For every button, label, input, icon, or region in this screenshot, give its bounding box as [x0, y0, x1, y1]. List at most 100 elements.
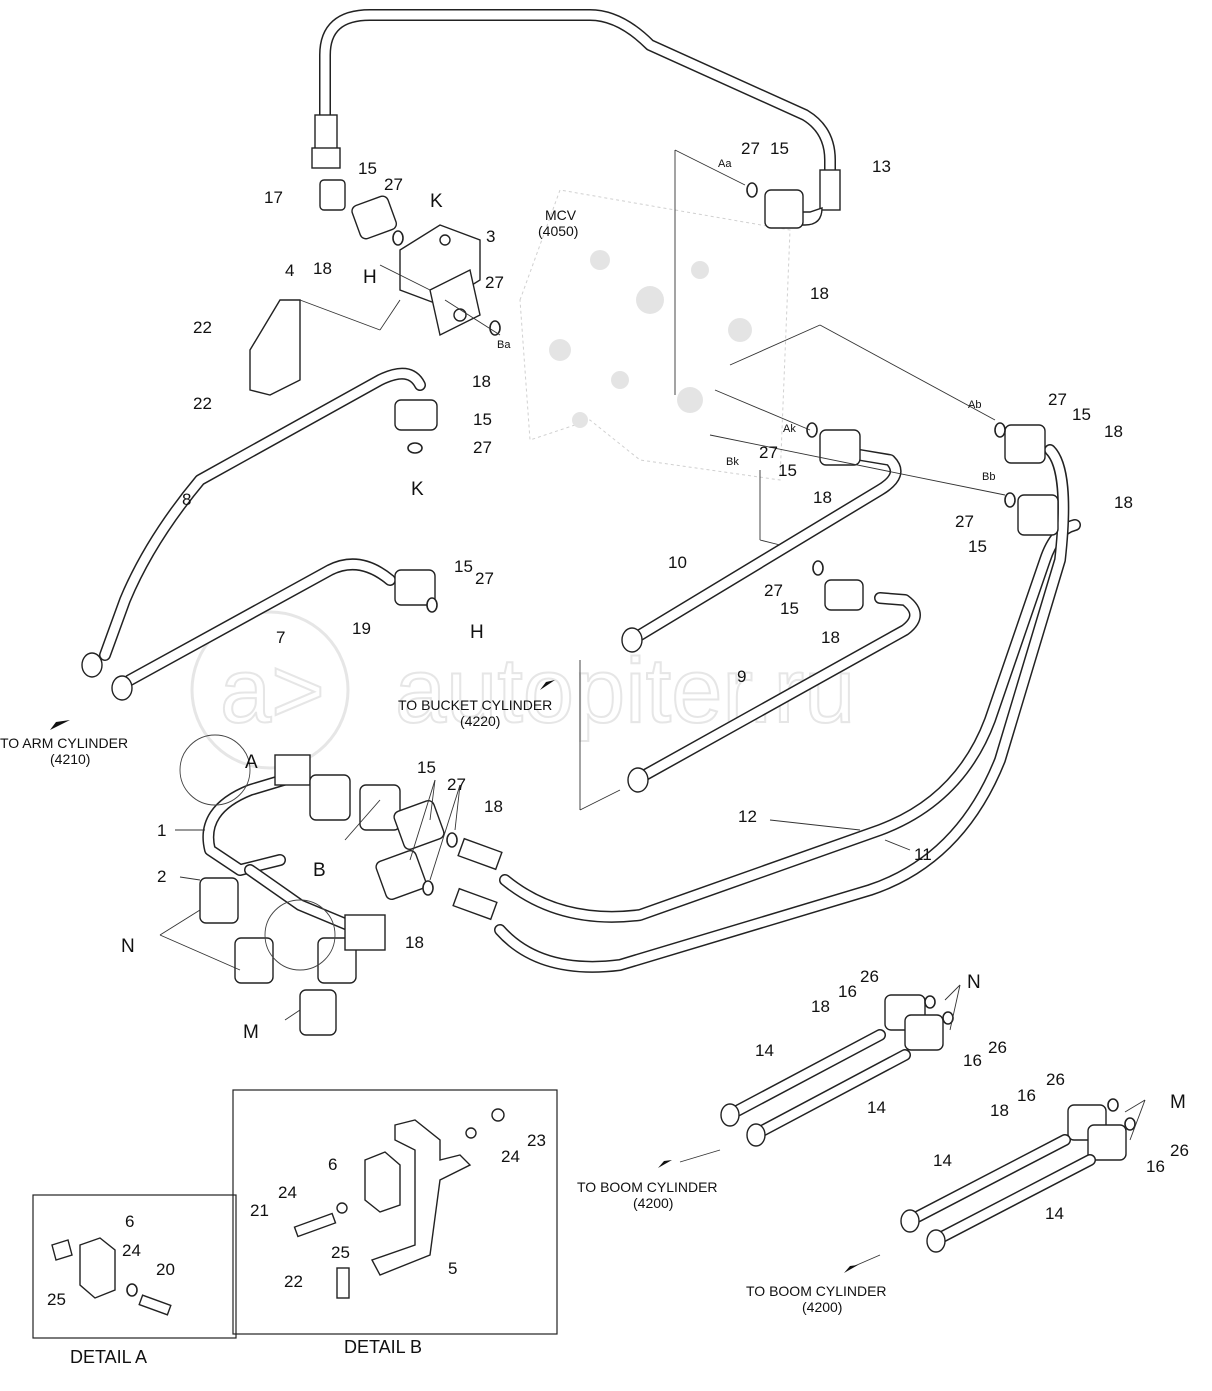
letter-k-bottom: K — [411, 479, 424, 500]
mcv-label: MCV — [545, 207, 577, 223]
boom-destination-2: TO BOOM CYLINDER — [746, 1283, 887, 1299]
callout-17: 17 — [264, 188, 283, 207]
callout-21: 21 — [250, 1201, 269, 1220]
callout-18h: 18 — [484, 797, 503, 816]
boom-destination-1: TO BOOM CYLINDER — [577, 1179, 718, 1195]
callout-18f: 18 — [813, 488, 832, 507]
leader-lines — [159, 149, 1146, 1269]
callout-27c: 27 — [485, 273, 504, 292]
text-labels: MCV (4050) TO ARM CYLINDER (4210) TO BUC… — [0, 158, 1186, 1367]
callout-18b: 18 — [810, 284, 829, 303]
callout-15d: 15 — [454, 557, 473, 576]
letter-h-bottom: H — [470, 622, 484, 643]
callout-27j: 27 — [447, 775, 466, 794]
detail-b-title: DETAIL B — [344, 1337, 422, 1357]
hose-13 — [311, 9, 841, 226]
callout-24a: 24 — [122, 1241, 141, 1260]
callout-22a: 22 — [193, 318, 212, 337]
detail-b-box — [232, 1089, 558, 1335]
port-bk: Bk — [726, 456, 739, 468]
callout-18a: 18 — [313, 259, 332, 278]
letter-n-right: N — [967, 972, 981, 993]
watermark-logo-text: a> — [220, 640, 325, 742]
boom-code-2: (4200) — [802, 1299, 842, 1315]
boom-code-1: (4200) — [633, 1195, 673, 1211]
callout-15e: 15 — [778, 461, 797, 480]
hose-10 — [621, 449, 902, 653]
callout-18d: 18 — [1104, 422, 1123, 441]
bucket-code: (4220) — [460, 713, 500, 729]
callout-18g: 18 — [821, 628, 840, 647]
callout-15h: 15 — [780, 599, 799, 618]
callout-9: 9 — [737, 667, 746, 686]
direction-arrows — [50, 680, 858, 1273]
callout-24c: 24 — [501, 1147, 520, 1166]
callout-3: 3 — [486, 227, 495, 246]
callout-6a: 6 — [125, 1212, 134, 1231]
callout-13: 13 — [872, 157, 891, 176]
callout-7: 7 — [276, 628, 285, 647]
callout-14a: 14 — [755, 1041, 774, 1060]
watermark: a> autopiter.ru — [190, 610, 856, 770]
letter-n-left: N — [121, 936, 135, 957]
callout-27h: 27 — [955, 512, 974, 531]
callout-27f: 27 — [759, 443, 778, 462]
pipe-assembly-1-2 — [179, 734, 401, 1036]
watermark-text: autopiter.ru — [395, 640, 855, 742]
hose-9 — [627, 592, 921, 793]
callout-5: 5 — [448, 1259, 457, 1278]
letter-b: B — [313, 860, 326, 881]
callout-26d: 26 — [1170, 1141, 1189, 1160]
callout-16b: 16 — [963, 1051, 982, 1070]
callout-15c: 15 — [473, 410, 492, 429]
mcv-block — [519, 189, 791, 481]
callout-14c: 14 — [933, 1151, 952, 1170]
callout-numbers: 1 2 3 4 5 6 6 7 8 9 10 11 12 13 14 14 14… — [47, 139, 1189, 1309]
callout-27e: 27 — [475, 569, 494, 588]
port-ab: Ab — [968, 399, 981, 411]
bucket-destination: TO BUCKET CYLINDER — [398, 697, 552, 713]
callout-14b: 14 — [867, 1098, 886, 1117]
callout-2: 2 — [157, 867, 166, 886]
callout-25b: 25 — [331, 1243, 350, 1262]
callout-20: 20 — [156, 1260, 175, 1279]
port-bb: Bb — [982, 471, 995, 483]
callout-26b: 26 — [988, 1038, 1007, 1057]
callout-16a: 16 — [838, 982, 857, 1001]
callout-25a: 25 — [47, 1290, 66, 1309]
detail-a-title: DETAIL A — [70, 1347, 147, 1367]
callout-24b: 24 — [278, 1183, 297, 1202]
hose-11-12 — [452, 444, 1081, 973]
callout-18i: 18 — [405, 933, 424, 952]
callout-8: 8 — [182, 490, 191, 509]
callout-16c: 16 — [1017, 1086, 1036, 1105]
port-ba: Ba — [497, 339, 511, 351]
letter-a: A — [245, 752, 258, 773]
port-ak: Ak — [783, 423, 796, 435]
callout-18k: 18 — [990, 1101, 1009, 1120]
callout-12: 12 — [738, 807, 757, 826]
hose-8 — [81, 367, 426, 678]
callout-27i: 27 — [764, 581, 783, 600]
callout-14d: 14 — [1045, 1204, 1064, 1223]
arm-code: (4210) — [50, 751, 90, 767]
letter-h-top: H — [363, 267, 377, 288]
port-aa: Aa — [718, 158, 732, 170]
bracket-4 — [249, 299, 301, 396]
o-rings — [392, 182, 1136, 1131]
callout-18c: 18 — [472, 372, 491, 391]
callout-10: 10 — [668, 553, 687, 572]
callout-11: 11 — [914, 845, 932, 864]
callout-19: 19 — [352, 619, 371, 638]
callout-15b: 15 — [770, 139, 789, 158]
callout-26a: 26 — [860, 967, 879, 986]
callout-15g: 15 — [968, 537, 987, 556]
callout-15f: 15 — [1072, 405, 1091, 424]
letter-m-left: M — [243, 1022, 259, 1043]
callout-27a: 27 — [384, 175, 403, 194]
flanges — [319, 179, 1127, 1161]
callout-18j: 18 — [811, 997, 830, 1016]
callout-22c: 22 — [284, 1272, 303, 1291]
callout-27d: 27 — [473, 438, 492, 457]
